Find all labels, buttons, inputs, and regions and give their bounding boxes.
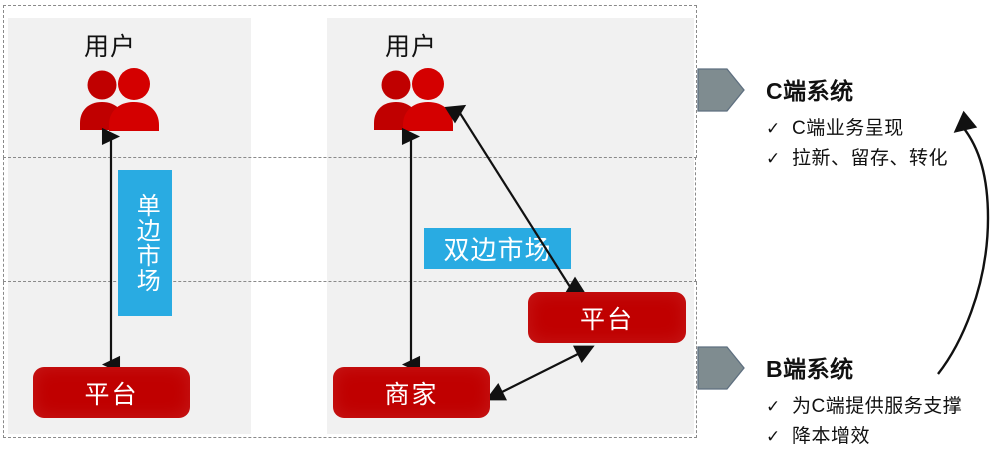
check-icon: ✓ xyxy=(766,119,781,138)
b-system-bullet-1-text: 降本增效 xyxy=(792,426,871,447)
merchant-box[interactable]: 商家 xyxy=(333,367,490,418)
users-to-merchant-arrow xyxy=(396,127,426,374)
single-market-tag: 单边市场 xyxy=(118,170,172,316)
dashed-edge-left xyxy=(3,157,4,282)
check-icon: ✓ xyxy=(766,427,781,446)
b-system-bullet-0: ✓ 为C端提供服务支撑 xyxy=(766,391,962,418)
right-platform-box[interactable]: 平台 xyxy=(528,292,686,343)
b-system-bullet-0-text: 为C端提供服务支撑 xyxy=(792,396,963,417)
check-icon: ✓ xyxy=(766,397,781,416)
c-system-arrow-icon xyxy=(697,66,745,114)
c-system-bullet-1: ✓ 拉新、留存、转化 xyxy=(766,143,948,170)
b-system-title: B端系统 xyxy=(766,356,854,382)
left-actor-label: 用户 xyxy=(84,33,137,61)
c-system-block: C端系统 ✓ C端业务呈现 ✓ 拉新、留存、转化 xyxy=(766,72,948,170)
dashed-region-bottom xyxy=(3,282,697,438)
users-platform-diagonal-arrow xyxy=(444,100,588,300)
check-icon: ✓ xyxy=(766,149,781,168)
merchant-platform-diagonal-arrow xyxy=(485,340,596,406)
dashed-divider-lower xyxy=(3,281,697,282)
c-system-title: C端系统 xyxy=(766,78,854,104)
c-system-bullet-0-text: C端业务呈现 xyxy=(792,118,904,139)
users-icon-left xyxy=(77,68,163,132)
left-platform-box[interactable]: 平台 xyxy=(33,367,190,418)
b-system-block: B端系统 ✓ 为C端提供服务支撑 ✓ 降本增效 xyxy=(766,350,962,448)
b-system-bullet-1: ✓ 降本增效 xyxy=(766,421,962,448)
right-actor-label: 用户 xyxy=(385,33,438,61)
dashed-edge-right xyxy=(695,157,696,282)
left-bidirectional-arrow xyxy=(96,127,126,374)
b-system-arrow-icon xyxy=(697,344,745,392)
users-icon-right xyxy=(371,68,457,132)
c-system-bullet-0: ✓ C端业务呈现 xyxy=(766,113,948,140)
b-to-c-curved-arrow xyxy=(900,78,998,378)
dashed-divider-upper xyxy=(3,157,697,158)
dashed-region-top xyxy=(3,5,697,158)
c-system-bullet-1-text: 拉新、留存、转化 xyxy=(792,148,949,169)
